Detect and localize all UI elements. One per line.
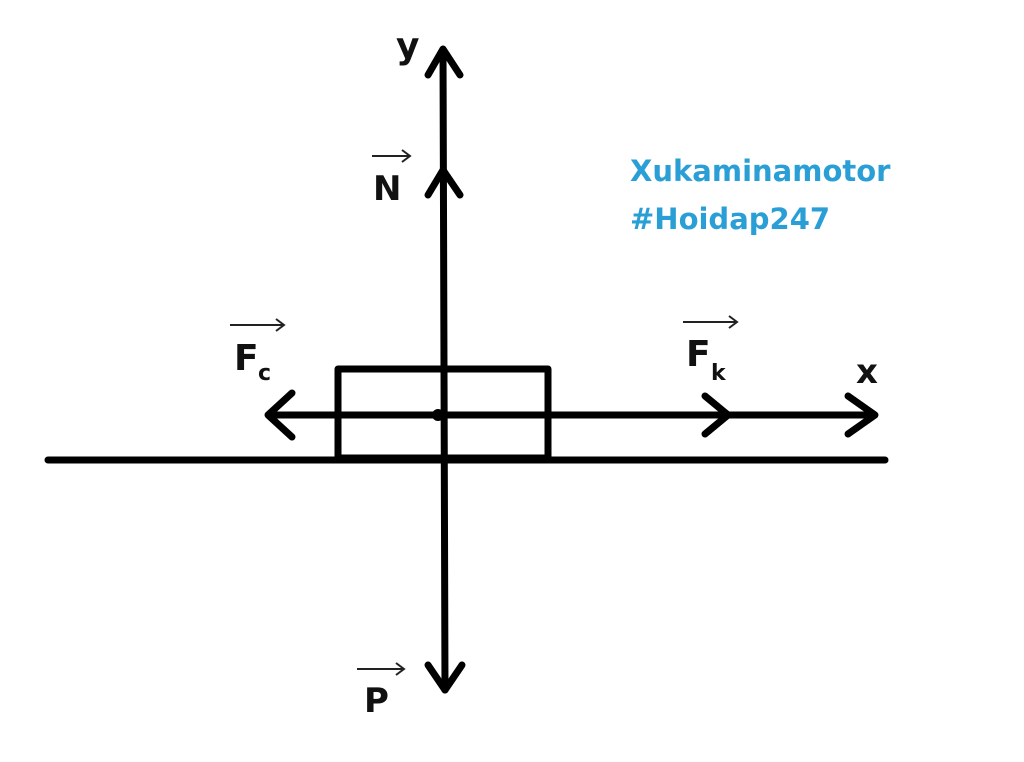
traction-force-arrowhead [701, 392, 732, 438]
weight-label: P [357, 662, 406, 721]
traction-force-label: F k [683, 315, 739, 386]
y-axis [439, 46, 449, 694]
friction-subscript: c [258, 361, 271, 386]
traction-symbol: F [686, 334, 711, 375]
watermark-line1: Xukaminamotor [630, 154, 891, 188]
weight-arrowhead [424, 661, 466, 694]
x-axis-label: x [856, 352, 878, 392]
x-axis-arrowhead [844, 392, 879, 438]
weight-symbol: P [364, 681, 389, 721]
normal-force-arrowhead [424, 166, 464, 199]
y-axis-arrowhead [424, 45, 464, 79]
traction-subscript: k [711, 361, 727, 386]
normal-symbol: N [373, 169, 401, 209]
normal-force-label: N [372, 149, 412, 209]
friction-force-label: F c [230, 318, 286, 386]
watermark-line2: #Hoidap247 [630, 202, 830, 236]
friction-force-arrowhead [264, 389, 296, 441]
y-axis-label: y [396, 26, 419, 67]
center-point [432, 409, 444, 421]
friction-symbol: F [234, 338, 259, 379]
